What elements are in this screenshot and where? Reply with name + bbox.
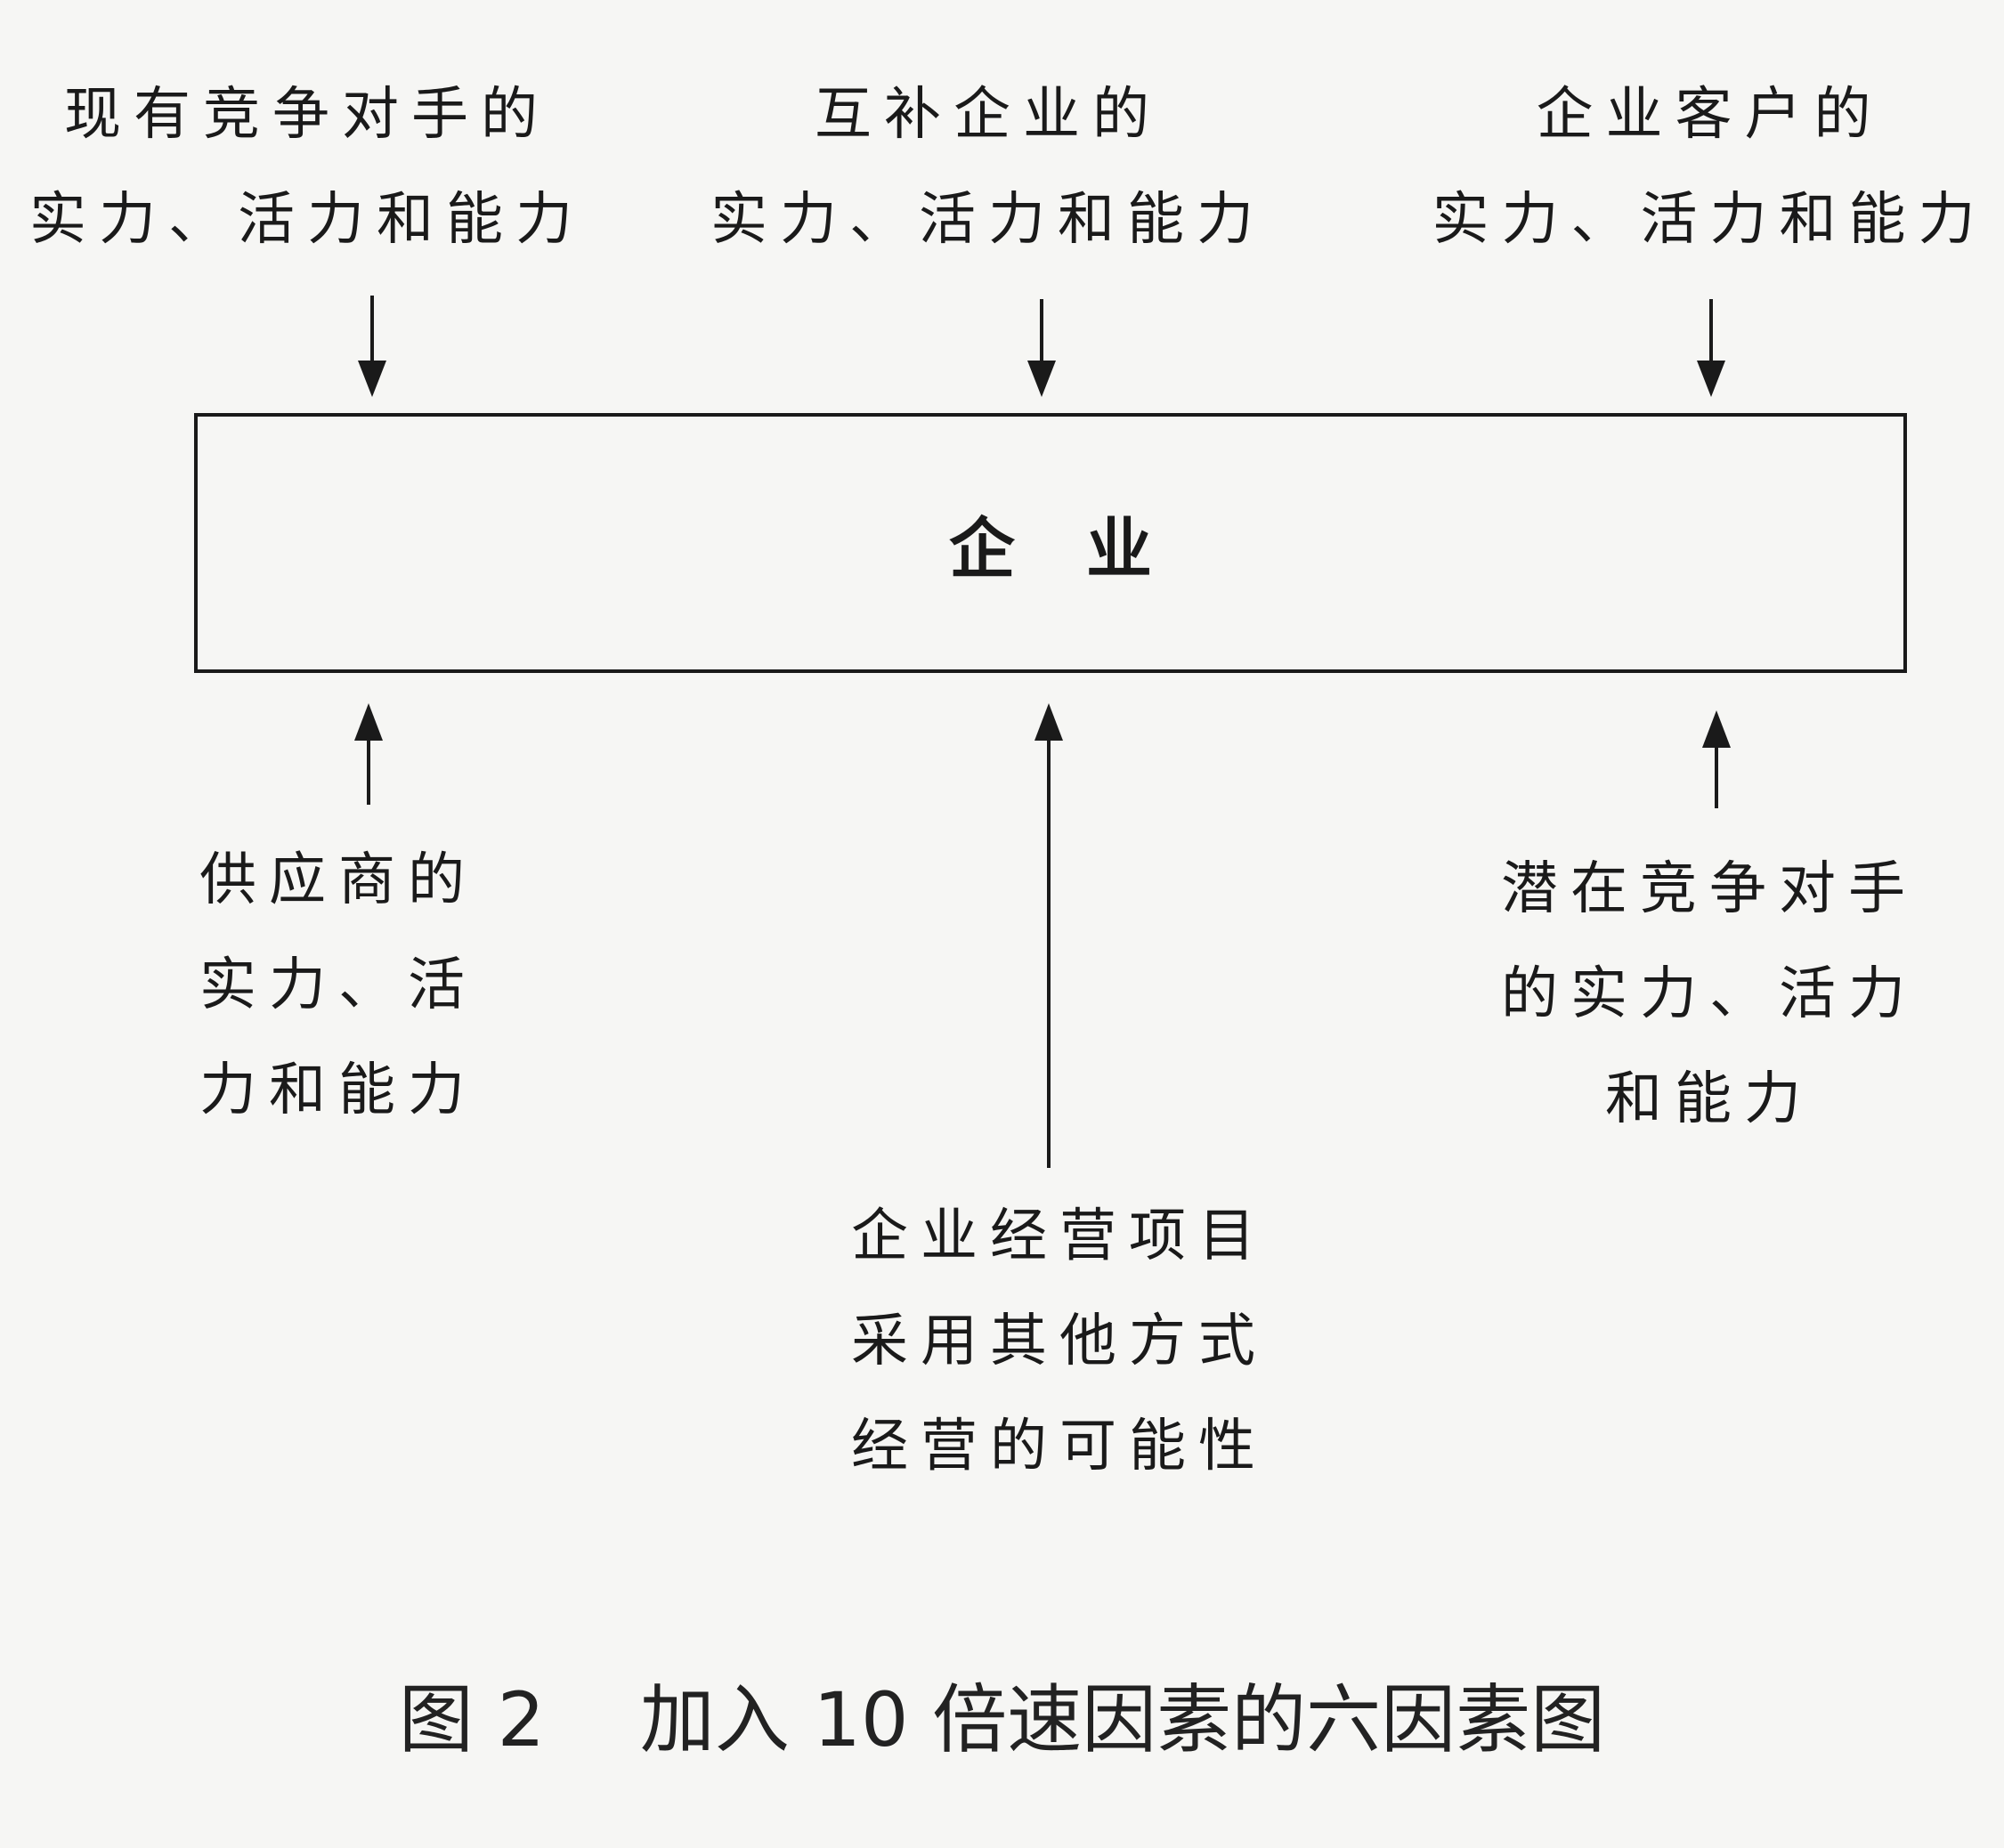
- arrowhead-top-left: [358, 361, 386, 397]
- label-line: 企业经营项目: [851, 1204, 1268, 1269]
- company-label: 企业: [949, 510, 1223, 588]
- figure-caption: 图 2 加入 10 倍速因素的六因素图: [398, 1676, 1606, 1763]
- label-line: 现有竞争对手的: [64, 82, 550, 148]
- label-line: 实力、活力和能力: [29, 187, 585, 253]
- label-line: 采用其他方式: [851, 1309, 1268, 1374]
- arrowhead-top-middle: [1027, 361, 1056, 397]
- label-line: 供应商的: [199, 847, 477, 913]
- arrowhead-bottom-middle: [1034, 703, 1063, 741]
- arrowhead-top-right: [1697, 361, 1725, 397]
- bottom-right-label: 潜在竞争对手 的实力、活力 和能力: [1478, 837, 1941, 1152]
- label-line: 的实力、活力: [1501, 961, 1918, 1027]
- bottom-left-label: 供应商的 实力、活 力和能力: [160, 828, 516, 1143]
- label-line: 实力、活: [199, 952, 477, 1018]
- label-line: 实力、活力和能力: [1432, 187, 1988, 253]
- label-line: 互补企业的: [815, 82, 1162, 148]
- label-line: 实力、活力和能力: [710, 187, 1266, 253]
- arrowhead-bottom-left: [354, 703, 383, 741]
- bottom-middle-label: 企业经营项目 采用其他方式 经营的可能性: [810, 1184, 1309, 1499]
- top-middle-label: 互补企业的 实力、活力和能力: [703, 62, 1273, 272]
- label-line: 力和能力: [199, 1058, 477, 1123]
- label-line: 潜在竞争对手: [1501, 856, 1918, 922]
- label-line: 和能力: [1605, 1066, 1813, 1132]
- top-left-label: 现有竞争对手的 实力、活力和能力: [18, 62, 596, 272]
- label-line: 经营的可能性: [851, 1414, 1268, 1479]
- label-line: 企业客户的: [1536, 82, 1884, 148]
- company-box: 企业: [194, 413, 1907, 673]
- arrowhead-bottom-right: [1702, 710, 1731, 748]
- top-right-label: 企业客户的 实力、活力和能力: [1416, 62, 2004, 272]
